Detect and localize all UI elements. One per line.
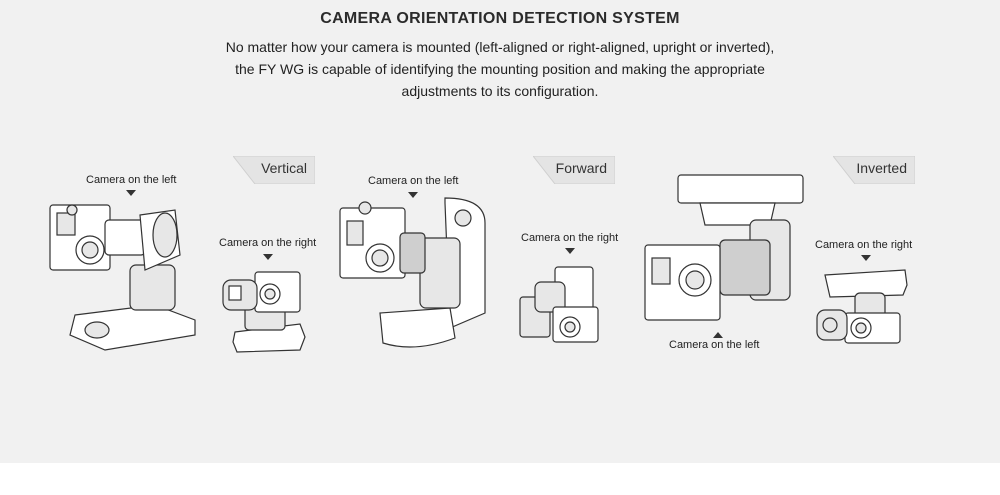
tab-vertical: Vertical	[233, 156, 315, 184]
down-arrow-icon	[126, 190, 136, 196]
description-line-2: the FY WG is capable of identifying the …	[235, 61, 765, 77]
forward-left-label: Camera on the left	[368, 175, 459, 187]
down-arrow-icon	[565, 248, 575, 254]
down-arrow-icon	[408, 192, 418, 198]
page-bottom-strip	[0, 463, 1000, 495]
tab-vertical-label: Vertical	[261, 160, 307, 176]
gimbal-vertical-camera-right-illustration	[222, 271, 306, 353]
tab-vertical-shape	[233, 156, 315, 184]
inverted-right-label: Camera on the right	[815, 239, 913, 251]
tab-forward: Forward	[533, 156, 615, 184]
tab-forward-shape	[533, 156, 615, 184]
vertical-left-label: Camera on the left	[86, 174, 177, 186]
vertical-right-label: Camera on the right	[219, 237, 317, 249]
tab-forward-label: Forward	[555, 160, 607, 176]
gimbal-vertical-camera-left-illustration	[49, 204, 196, 351]
inverted-left-label: Camera on the left	[669, 339, 760, 351]
gimbal-forward-camera-left-illustration	[339, 197, 486, 348]
tab-inverted-label: Inverted	[856, 160, 907, 176]
page-title: CAMERA ORIENTATION DETECTION SYSTEM	[320, 10, 680, 27]
tab-inverted: Inverted	[833, 156, 915, 184]
up-arrow-icon	[713, 332, 723, 338]
down-arrow-icon	[263, 254, 273, 260]
description-line-1: No matter how your camera is mounted (le…	[225, 39, 775, 55]
tab-inverted-shape	[833, 156, 915, 184]
description-line-3: adjustments to its configuration.	[401, 83, 599, 99]
page-description: No matter how your camera is mounted (le…	[170, 36, 830, 102]
down-arrow-icon	[861, 255, 871, 261]
gimbal-inverted-camera-left-illustration	[644, 174, 804, 321]
gimbal-forward-camera-right-illustration	[519, 266, 599, 343]
forward-right-label: Camera on the right	[521, 232, 619, 244]
gimbal-inverted-camera-right-illustration	[816, 269, 908, 344]
